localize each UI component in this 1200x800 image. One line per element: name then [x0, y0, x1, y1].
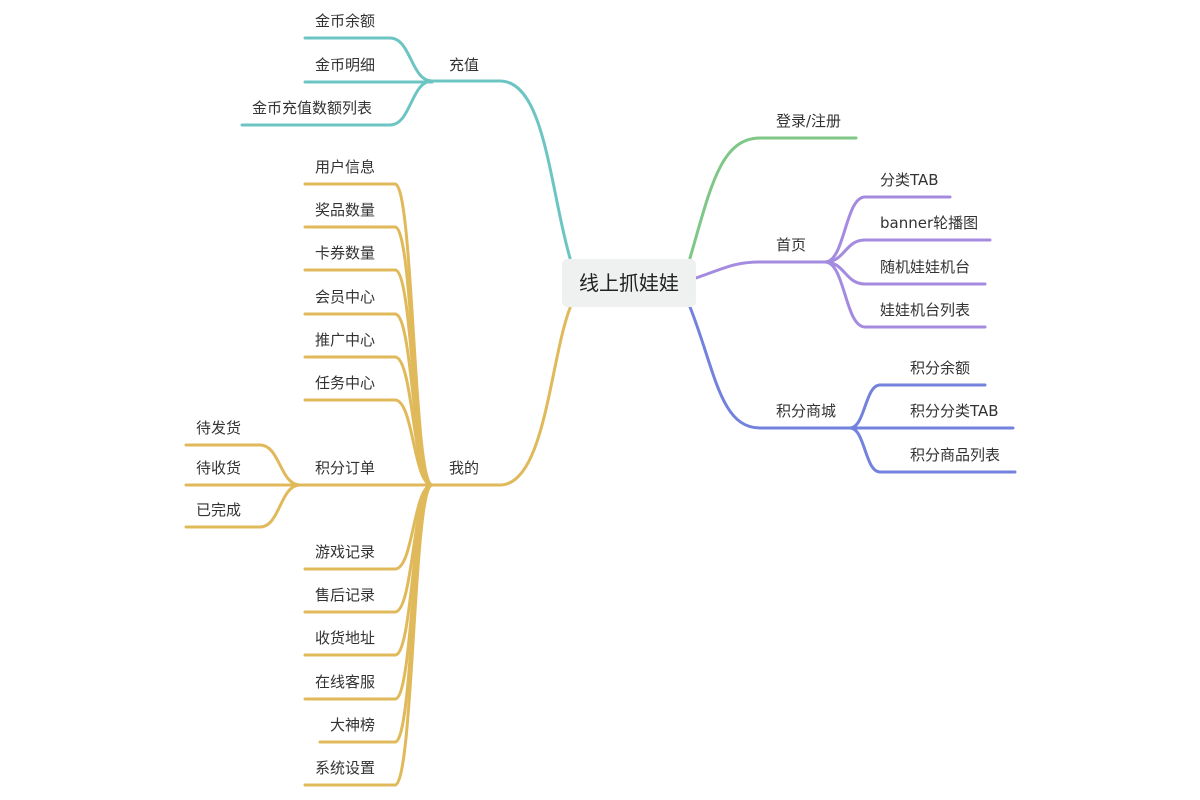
node-home-child[interactable]: 娃娃机台列表 — [880, 301, 970, 319]
node-recharge-child[interactable]: 金币余额 — [315, 12, 375, 30]
root-node-label: 线上抓娃娃 — [579, 271, 679, 295]
node-home-child[interactable]: banner轮播图 — [880, 214, 978, 232]
node-mine-child[interactable]: 奖品数量 — [315, 201, 375, 219]
node-home[interactable]: 首页 — [776, 236, 806, 254]
node-mall[interactable]: 积分商城 — [776, 402, 836, 420]
node-home-child[interactable]: 分类TAB — [880, 171, 939, 189]
node-login[interactable]: 登录/注册 — [776, 112, 841, 130]
root-node-box[interactable] — [562, 259, 696, 307]
node-mine-child[interactable]: 大神榜 — [330, 716, 375, 734]
node-mall-child-link — [848, 383, 882, 430]
node-mine-child[interactable]: 任务中心 — [315, 374, 375, 392]
login-link — [688, 136, 762, 260]
node-mine-child[interactable]: 游戏记录 — [315, 543, 375, 561]
node-order-child[interactable]: 待发货 — [196, 419, 241, 437]
node-mine-child-link — [393, 483, 434, 701]
recharge-link — [498, 79, 572, 260]
node-order-child[interactable]: 待收货 — [196, 459, 241, 477]
node-order-child-link — [258, 483, 302, 529]
node-mine-child[interactable]: 在线客服 — [315, 673, 375, 691]
node-mall-child[interactable]: 积分分类TAB — [910, 402, 999, 420]
node-mine-child[interactable]: 系统设置 — [315, 759, 375, 777]
mine-link — [498, 306, 572, 487]
node-home-child[interactable]: 随机娃娃机台 — [880, 258, 970, 276]
node-recharge-child[interactable]: 金币充值数额列表 — [252, 99, 372, 117]
node-mine-child[interactable]: 卡券数量 — [315, 244, 375, 262]
node-recharge-child[interactable]: 金币明细 — [315, 56, 375, 74]
node-mine-child-link — [393, 398, 434, 487]
node-mine-child[interactable]: 收货地址 — [315, 629, 375, 647]
node-mall-child[interactable]: 积分余额 — [910, 359, 970, 377]
node-mine-child[interactable]: 会员中心 — [315, 288, 375, 306]
node-recharge-child-link — [388, 79, 434, 127]
node-order-child[interactable]: 已完成 — [196, 501, 241, 519]
node-order-child-link — [258, 443, 302, 487]
node-mine[interactable]: 我的 — [449, 459, 479, 477]
node-mine-child[interactable]: 售后记录 — [315, 586, 375, 604]
node-home-child-link — [823, 260, 867, 329]
home-link — [694, 260, 762, 280]
node-points-orders[interactable]: 积分订单 — [315, 459, 375, 477]
node-mine-child-link — [393, 483, 434, 787]
node-mall-child[interactable]: 积分商品列表 — [910, 446, 1000, 464]
mall-link — [688, 305, 762, 430]
node-recharge[interactable]: 充值 — [449, 56, 479, 74]
node-mine-child-link — [393, 268, 434, 487]
node-mall-child-link — [848, 426, 882, 474]
node-mine-child[interactable]: 推广中心 — [315, 331, 375, 349]
node-recharge-child-link — [388, 36, 434, 83]
node-mine-child[interactable]: 用户信息 — [315, 158, 375, 176]
